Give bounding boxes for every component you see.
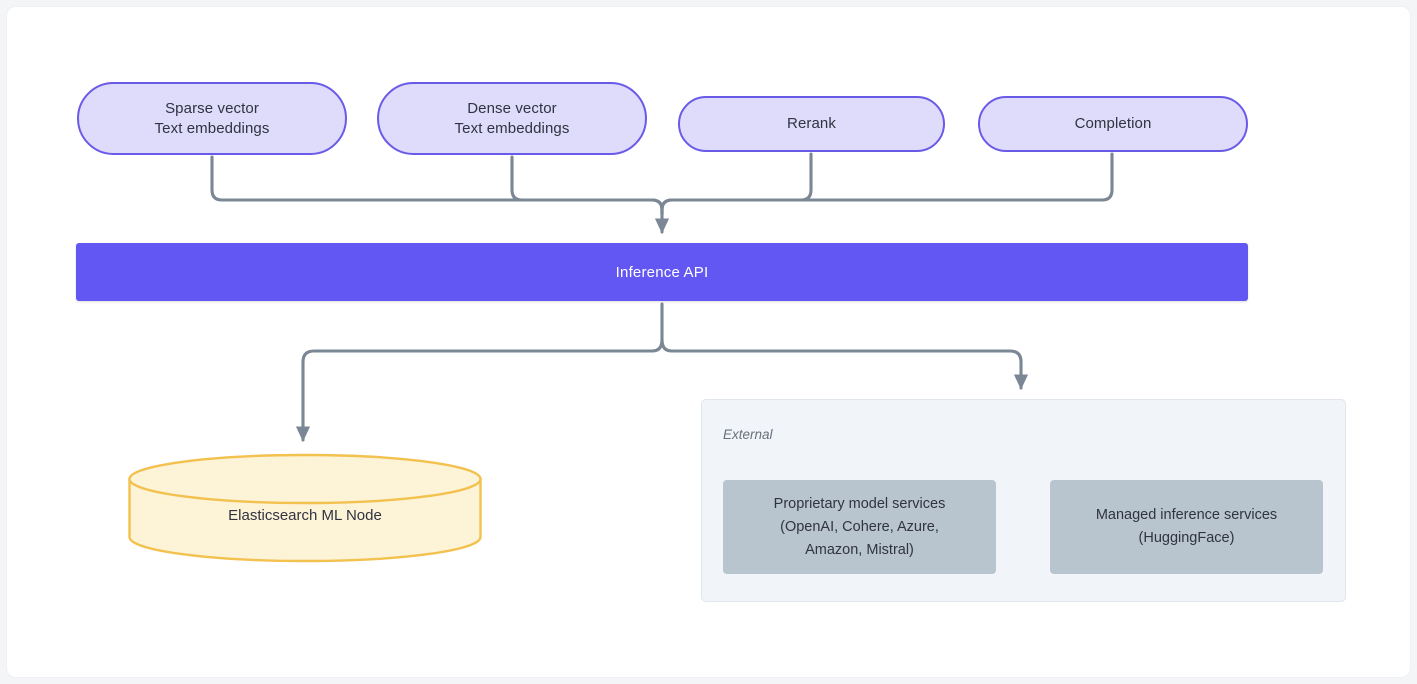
- service-box-managed-inference-services[interactable]: Managed inference services (HuggingFace): [1050, 480, 1323, 574]
- wire-sparse-to-inference: [210, 155, 664, 216]
- elasticsearch-ml-node-label: Elasticsearch ML Node: [228, 506, 382, 524]
- task-node-dense-vector-line1: Dense vector: [467, 99, 557, 117]
- wire-inference-to-ml-node: [295, 338, 664, 442]
- wire-dense-to-inference: [510, 155, 664, 216]
- task-node-completion-line1: Completion: [1074, 115, 1152, 132]
- wire-inference-to-external: [660, 338, 1029, 390]
- task-node-rerank[interactable]: Rerank: [678, 96, 945, 152]
- inference-api-label: Inference API: [615, 263, 709, 281]
- inference-api-bar[interactable]: Inference API: [76, 243, 1248, 301]
- task-node-dense-vector-line2: Text embeddings: [454, 119, 570, 137]
- task-node-rerank-line1: Rerank: [787, 115, 836, 132]
- service-box-proprietary-model-services[interactable]: Proprietary model services (OpenAI, Cohe…: [723, 480, 996, 574]
- wire-rerank-to-inference: [660, 152, 813, 216]
- wire-completion-to-inference: [660, 152, 1114, 216]
- task-node-dense-vector[interactable]: Dense vector Text embeddings: [377, 82, 647, 155]
- service-box-proprietary-line2: (OpenAI, Cohere, Azure,: [780, 518, 939, 535]
- external-group-label: External: [723, 427, 773, 442]
- task-node-sparse-vector-line2: Text embeddings: [154, 119, 270, 137]
- task-node-sparse-vector-line1: Sparse vector: [165, 99, 259, 117]
- service-box-proprietary-line1: Proprietary model services: [773, 495, 946, 512]
- elasticsearch-ml-node[interactable]: Elasticsearch ML Node: [127, 453, 483, 563]
- service-box-managed-line1: Managed inference services: [1095, 507, 1278, 523]
- task-node-sparse-vector[interactable]: Sparse vector Text embeddings: [77, 82, 347, 155]
- task-node-completion[interactable]: Completion: [978, 96, 1248, 152]
- service-box-managed-line2: (HuggingFace): [1138, 530, 1235, 546]
- cylinder-shape: [128, 453, 482, 563]
- service-box-proprietary-line3: Amazon, Mistral): [805, 541, 914, 558]
